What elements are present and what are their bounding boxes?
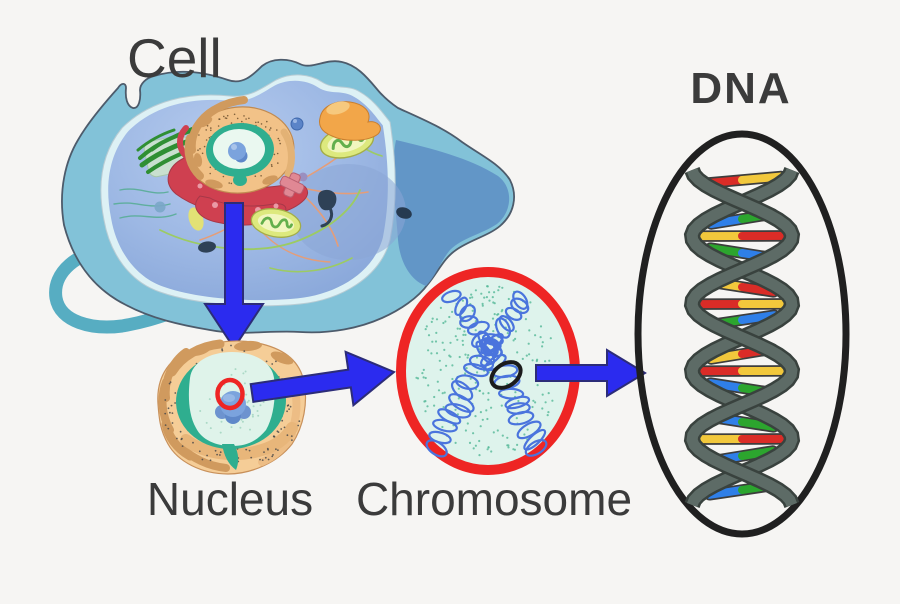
golgi-vesicle-orange	[319, 101, 381, 141]
label-chromosome: Chromosome	[355, 473, 633, 525]
arrow-cell-to-nucleus	[203, 202, 265, 350]
nucleus-illustration	[157, 339, 307, 475]
arrow-nucleus-to-chromosome	[249, 350, 396, 408]
dna-illustration	[634, 130, 850, 538]
gene-highlight-ring	[489, 360, 523, 390]
cell-pseudopod	[393, 140, 510, 286]
nucleolus-highlight-ring	[215, 377, 245, 411]
label-cell: Cell	[127, 27, 222, 89]
cell-illustration	[49, 58, 515, 334]
arrow-chromosome-to-dna	[535, 348, 647, 398]
label-nucleus: Nucleus	[146, 473, 314, 525]
dna-double-helix	[683, 167, 801, 508]
centriole	[279, 172, 305, 198]
cell-nucleus	[184, 96, 295, 194]
nucleus-swirls	[188, 340, 294, 365]
cytoplasm-shade	[290, 164, 406, 260]
label-dna: DNA	[690, 64, 792, 113]
dark-inclusions	[198, 189, 412, 253]
dna-oval-frame	[634, 130, 850, 538]
